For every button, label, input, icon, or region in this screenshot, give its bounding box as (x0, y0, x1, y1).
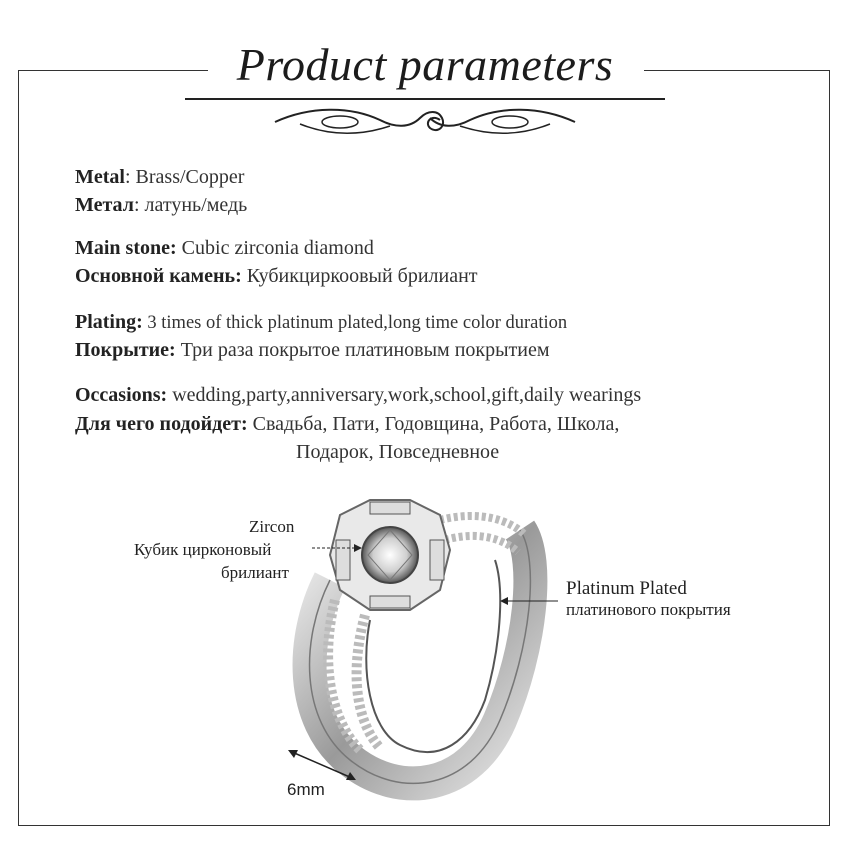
stone-value-en: Cubic zirconia diamond (176, 237, 374, 259)
plating-row-ru: Покрытие: Три раза покрытое платиновым п… (75, 339, 550, 362)
plating-label-en: Plating: (75, 311, 143, 333)
metal-value-ru: : латунь/медь (133, 194, 248, 216)
callout-zircon-ru-1: Кубик цирконовый (134, 540, 272, 559)
callout-plated-ru: платинового покрытия (566, 600, 731, 619)
metal-label-en: Metal (75, 166, 125, 188)
occasions-row-en: Occasions: wedding,party,anniversary,wor… (75, 384, 641, 407)
occasions-label-en: Occasions: (75, 384, 168, 406)
stone-row-en: Main stone: Cubic zirconia diamond (75, 237, 374, 260)
stone-label-en: Main stone: (75, 237, 177, 259)
page-title: Product parameters (236, 39, 614, 90)
plating-row-en: Plating: 3 times of thick platinum plate… (75, 311, 567, 334)
callout-zircon-ru-2: брилиант (221, 563, 289, 582)
stone-label-ru: Основной камень: (75, 265, 242, 287)
stone-row-ru: Основной камень: Кубикциркоовый брилиант (75, 265, 478, 288)
title-backdrop (208, 30, 644, 100)
title-underline (185, 98, 665, 100)
callout-plated-en: Platinum Plated (566, 578, 687, 599)
metal-row-ru: Метал: латунь/медь (75, 194, 247, 217)
metal-value-en: : Brass/Copper (124, 166, 245, 188)
metal-label-ru: Метал (75, 194, 134, 216)
plating-value-ru: Три раза покрытое платиновым покрытием (175, 339, 550, 361)
occasions-value-en: wedding,party,anniversary,work,school,gi… (167, 384, 642, 406)
plating-value-en: 3 times of thick platinum plated,long ti… (142, 313, 568, 333)
occasions-row-ru-2: Подарок, Повседневное (296, 441, 499, 464)
flourish-ornament (274, 108, 576, 134)
metal-row-en: Metal: Brass/Copper (75, 166, 244, 189)
occasions-value-ru-2: Подарок, Повседневное (296, 441, 500, 463)
occasions-row-ru: Для чего подойдет: Свадьба, Пати, Годовщ… (75, 413, 619, 436)
stone-value-ru: Кубикциркоовый брилиант (241, 265, 478, 287)
width-label: 6mm (287, 780, 325, 799)
occasions-value-ru: Свадьба, Пати, Годовщина, Работа, Школа, (247, 413, 620, 435)
callout-zircon-en: Zircon (249, 517, 295, 536)
plating-label-ru: Покрытие: (75, 339, 176, 361)
occasions-label-ru: Для чего подойдет: (75, 413, 248, 435)
